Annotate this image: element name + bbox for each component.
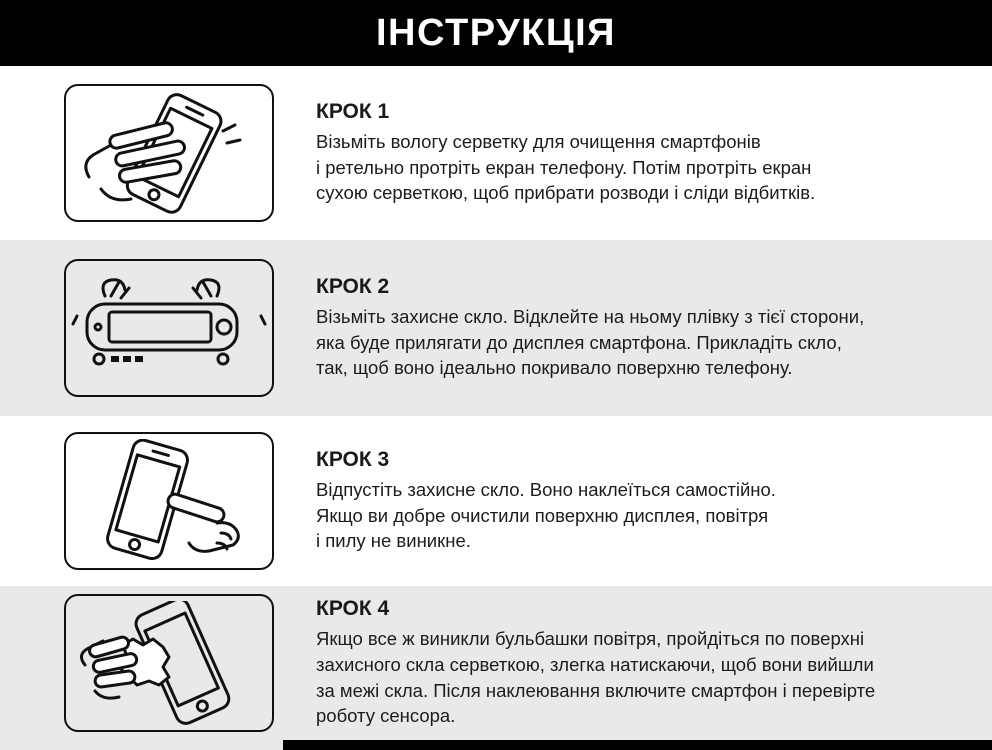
step-row-4: КРОК 4 Якщо все ж виникли бульбашки пові… [0,586,992,740]
step-3-description: Відпустіть захисне скло. Воно наклеїться… [316,478,776,552]
wipe-phone-with-cloth-icon [71,91,267,215]
step-row-3: КРОК 3 Відпустіть захисне скло. Воно нак… [0,416,992,586]
step-3-title: КРОК 3 [316,447,390,471]
step-4-title: КРОК 4 [316,596,390,620]
step-2-text: КРОК 2 Візьміть захисне скло. Відклейте … [316,275,864,382]
step-2-illustration [64,259,274,397]
header: ІНСТРУКЦІЯ [0,0,992,66]
page-title: ІНСТРУКЦІЯ [375,11,616,54]
step-2-title: КРОК 2 [316,274,390,298]
step-3-text: КРОК 3 Відпустіть захисне скло. Воно нак… [316,448,776,555]
step-2-description: Візьміть захисне скло. Відклейте на ньом… [316,305,865,379]
step-row-2: КРОК 2 Візьміть захисне скло. Відклейте … [0,240,992,416]
footer [0,740,992,750]
step-4-text: КРОК 4 Якщо все ж виникли бульбашки пові… [316,597,875,730]
step-1-illustration [64,84,274,222]
peel-film-from-glass-icon [71,266,267,390]
step-1-title: КРОК 1 [316,99,390,123]
release-glass-tap-icon [71,439,267,563]
footer-bar [283,740,992,750]
step-4-illustration [64,594,274,732]
step-4-description: Якщо все ж виникли бульбашки повітря, пр… [316,627,876,727]
steps-list: КРОК 1 Візьміть вологу серветку для очищ… [0,66,992,740]
smooth-out-bubbles-icon [71,601,267,725]
step-1-text: КРОК 1 Візьміть вологу серветку для очищ… [316,100,815,207]
step-row-1: КРОК 1 Візьміть вологу серветку для очищ… [0,66,992,240]
step-1-description: Візьміть вологу серветку для очищення см… [316,130,816,204]
step-3-illustration [64,432,274,570]
